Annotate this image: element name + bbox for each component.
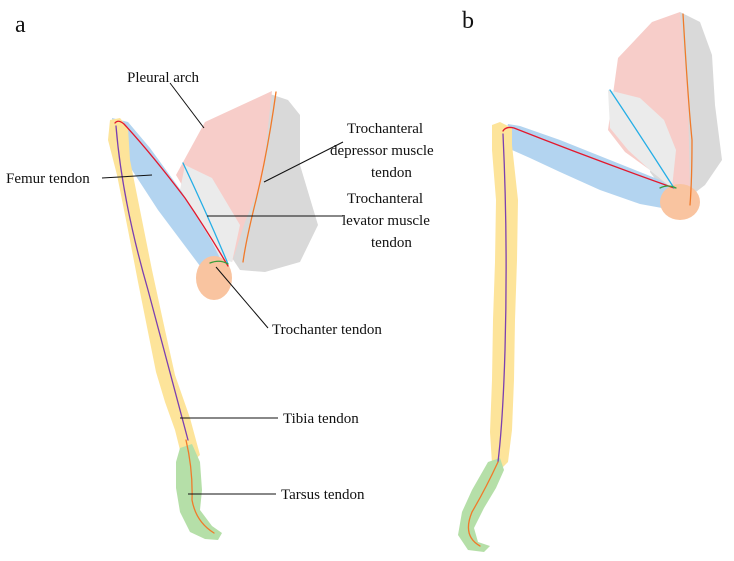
tarsus-segment-b bbox=[458, 458, 504, 552]
panel-b-label: b bbox=[462, 8, 474, 34]
panel-a: a Pleural arch Femur tendon Trocha bbox=[6, 12, 434, 540]
label-tarsus-tendon: Tarsus tendon bbox=[281, 487, 365, 503]
trochanter-segment-b bbox=[660, 184, 700, 220]
label-trochanter-tendon: Trochanter tendon bbox=[272, 322, 382, 338]
coxa-gray-region-a bbox=[230, 94, 318, 272]
label-femur-tendon: Femur tendon bbox=[6, 171, 90, 187]
label-levator-line3: tendon bbox=[371, 235, 412, 251]
tibia-segment-b bbox=[490, 122, 518, 470]
leader-pleural-arch bbox=[169, 82, 205, 129]
trochanter-tendon-line-a bbox=[209, 260, 229, 265]
femur-segment-b bbox=[505, 124, 672, 208]
panel-a-label: a bbox=[15, 12, 26, 38]
leader-femur-tendon bbox=[101, 174, 153, 179]
leader-depressor bbox=[263, 141, 344, 183]
levator-tendon-line-b bbox=[609, 89, 675, 189]
tarsus-tendon-line-b bbox=[467, 461, 499, 547]
label-tibia-tendon: Tibia tendon bbox=[283, 411, 359, 427]
levator-tendon-line-a bbox=[182, 162, 229, 265]
label-pleural-arch: Pleural arch bbox=[127, 70, 200, 86]
tarsus-tendon-line-a bbox=[185, 439, 215, 534]
label-levator-line1: Trochanteral bbox=[347, 191, 423, 207]
trochanter-tendon-line-b bbox=[659, 185, 677, 189]
femur-tendon-line-a bbox=[114, 120, 229, 267]
trochanter-segment-a bbox=[196, 256, 232, 300]
label-depressor-line3: tendon bbox=[371, 165, 412, 181]
leader-trochanter-tendon bbox=[215, 266, 269, 329]
panel-b: b bbox=[458, 8, 722, 552]
label-levator-line2: levator muscle bbox=[342, 213, 430, 229]
label-depressor-line2: depressor muscle bbox=[330, 143, 434, 159]
femur-segment-a bbox=[112, 118, 222, 272]
tibia-tendon-line-b bbox=[497, 133, 507, 463]
femur-tendon-line-b bbox=[502, 126, 675, 189]
label-depressor-line1: Trochanteral bbox=[347, 121, 423, 137]
tibia-tendon-line-a bbox=[115, 125, 189, 441]
depressor-tendon-line-b bbox=[682, 13, 693, 206]
tarsus-segment-a bbox=[176, 444, 222, 540]
coxa-pink-region-a bbox=[176, 91, 272, 262]
depressor-tendon-line-a bbox=[242, 91, 277, 263]
tibia-segment-a bbox=[108, 118, 200, 462]
